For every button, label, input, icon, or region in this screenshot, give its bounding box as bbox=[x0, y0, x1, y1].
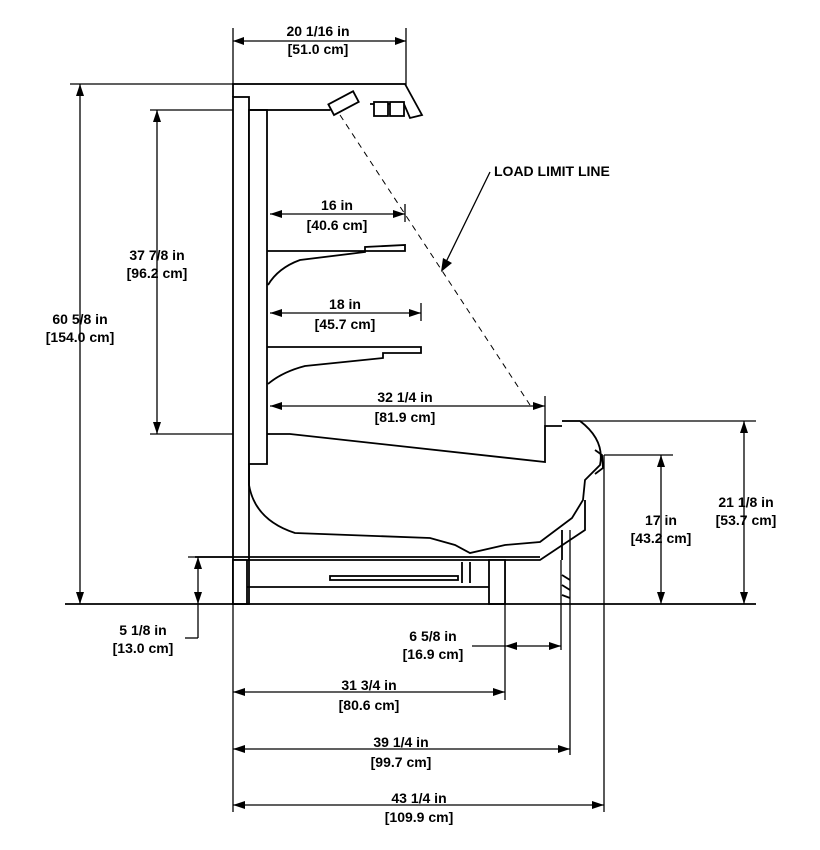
front-height-cm-label: [53.7 cm] bbox=[716, 512, 777, 528]
deck-depth-cm-label: [81.9 cm] bbox=[375, 409, 436, 425]
load-limit-line-label: LOAD LIMIT LINE bbox=[494, 163, 610, 179]
load-limit-line bbox=[339, 114, 531, 406]
base-depth-in-label: 31 3/4 in bbox=[341, 677, 396, 693]
base-height-cm-label: [13.0 cm] bbox=[113, 640, 174, 656]
upper-shelf-depth-in-label: 16 in bbox=[321, 197, 353, 213]
overall-height-in-label: 60 5/8 in bbox=[52, 311, 107, 327]
top-depth-in-label: 20 1/16 in bbox=[286, 23, 349, 39]
upper-shelf-depth-cm-label: [40.6 cm] bbox=[307, 217, 368, 233]
deck-depth-in-label: 32 1/4 in bbox=[377, 389, 432, 405]
dimension-labels: 20 1/16 in [51.0 cm] 60 5/8 in [154.0 cm… bbox=[46, 23, 777, 825]
overall-depth-cm-label: [109.9 cm] bbox=[385, 809, 453, 825]
base-offset-in-label: 6 5/8 in bbox=[409, 628, 456, 644]
front-height-in-label: 21 1/8 in bbox=[718, 494, 773, 510]
base-offset-cm-label: [16.9 cm] bbox=[403, 646, 464, 662]
bumper-height-cm-label: [43.2 cm] bbox=[631, 530, 692, 546]
overall-depth-in-label: 43 1/4 in bbox=[391, 790, 446, 806]
base-depth-cm-label: [80.6 cm] bbox=[339, 697, 400, 713]
shelf-span-height-in-label: 37 7/8 in bbox=[129, 247, 184, 263]
lower-shelf-depth-cm-label: [45.7 cm] bbox=[315, 316, 376, 332]
lower-shelf-depth-in-label: 18 in bbox=[329, 296, 361, 312]
overall-depth-no-bumper-cm-label: [99.7 cm] bbox=[371, 754, 432, 770]
shelf-span-height-cm-label: [96.2 cm] bbox=[127, 265, 188, 281]
base-height-in-label: 5 1/8 in bbox=[119, 622, 166, 638]
bumper-height-in-label: 17 in bbox=[645, 512, 677, 528]
top-depth-cm-label: [51.0 cm] bbox=[288, 41, 349, 57]
overall-depth-no-bumper-in-label: 39 1/4 in bbox=[373, 734, 428, 750]
display-case-body bbox=[65, 83, 756, 605]
overall-height-cm-label: [154.0 cm] bbox=[46, 329, 114, 345]
